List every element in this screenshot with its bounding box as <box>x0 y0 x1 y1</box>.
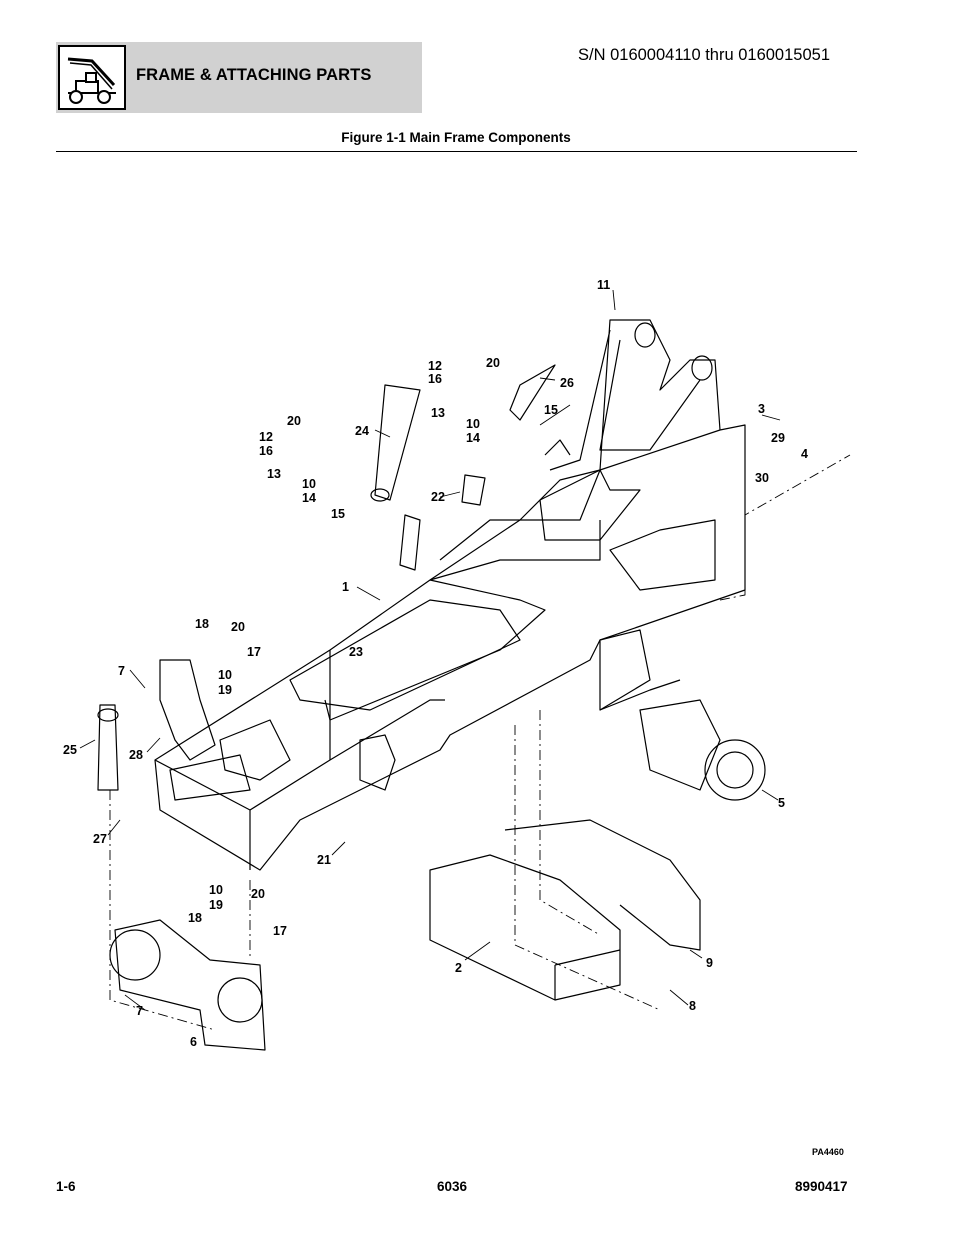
callout-19-rear: 19 <box>218 683 232 697</box>
callout-14-left: 14 <box>302 491 316 505</box>
callout-24: 24 <box>355 424 369 438</box>
callout-22: 22 <box>431 490 445 504</box>
callout-26: 26 <box>560 376 574 390</box>
callout-25: 25 <box>63 743 77 757</box>
callout-13-left: 13 <box>267 467 281 481</box>
callout-14-right: 14 <box>466 431 480 445</box>
callout-12-right: 12 <box>428 359 442 373</box>
callout-20-front: 20 <box>251 887 265 901</box>
callout-17-front: 17 <box>273 924 287 938</box>
callout-15-right: 15 <box>544 403 558 417</box>
serial-number-range: S/N 0160004110 thru 0160015051 <box>578 46 830 64</box>
callout-10-upper-left: 10 <box>302 477 316 491</box>
front-axle-drawing <box>109 919 266 1051</box>
callout-19-front: 19 <box>209 898 223 912</box>
callout-1: 1 <box>342 580 349 594</box>
callout-18-rear: 18 <box>195 617 209 631</box>
rear-axle-drawing <box>599 679 766 801</box>
manual-number: 8990417 <box>795 1179 848 1194</box>
callout-21: 21 <box>317 853 331 867</box>
callout-leader-lines <box>79 289 781 1011</box>
callout-23: 23 <box>349 645 363 659</box>
callout-20-upper-left: 20 <box>287 414 301 428</box>
telehandler-icon <box>58 45 126 110</box>
callout-28: 28 <box>129 748 143 762</box>
callout-7-front: 7 <box>136 1004 143 1018</box>
callout-13-right: 13 <box>431 406 445 420</box>
callout-18-front: 18 <box>188 911 202 925</box>
cylinder-drawings <box>97 364 556 791</box>
callout-20-upper-right: 20 <box>486 356 500 370</box>
header-rule <box>56 151 857 152</box>
section-title: FRAME & ATTACHING PARTS <box>136 66 372 84</box>
callout-10-front-pin: 10 <box>209 883 223 897</box>
callout-9: 9 <box>706 956 713 970</box>
callout-16-left: 16 <box>259 444 273 458</box>
callout-16-right: 16 <box>428 372 442 386</box>
callout-12-left: 12 <box>259 430 273 444</box>
callout-29: 29 <box>771 431 785 445</box>
callout-7-rear: 7 <box>118 664 125 678</box>
callout-17-rear: 17 <box>247 645 261 659</box>
model-number: 6036 <box>437 1179 468 1194</box>
callout-10-rear-pin: 10 <box>218 668 232 682</box>
callout-2: 2 <box>455 961 462 975</box>
callout-27: 27 <box>93 832 107 846</box>
callout-10-upper-right: 10 <box>466 417 480 431</box>
main-frame-drawing <box>154 319 746 871</box>
callout-6: 6 <box>190 1035 197 1049</box>
counterweight-drawing <box>429 819 701 1001</box>
callout-3: 3 <box>758 402 765 416</box>
callout-8: 8 <box>689 999 696 1013</box>
figure-title: Figure 1-1 Main Frame Components <box>341 130 571 145</box>
callout-4: 4 <box>801 447 808 461</box>
drawing-code: PA4460 <box>812 1147 844 1157</box>
callout-11: 11 <box>597 278 610 292</box>
callout-5: 5 <box>778 796 785 810</box>
callout-15-left: 15 <box>331 507 345 521</box>
callout-30: 30 <box>755 471 769 485</box>
page-number: 1-6 <box>56 1179 76 1194</box>
callout-20-rear: 20 <box>231 620 245 634</box>
assembly-center-lines <box>109 454 851 1031</box>
